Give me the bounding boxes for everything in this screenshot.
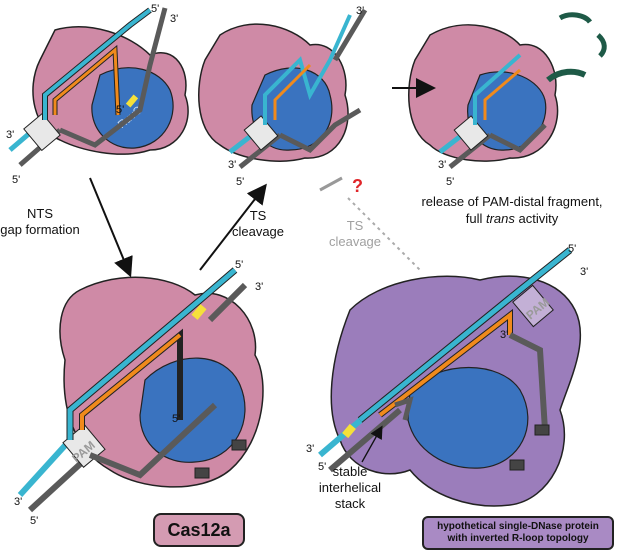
end-5-prime: 5' [12, 174, 20, 186]
cas12a-label-box: Cas12a [153, 513, 245, 547]
end-5-prime: 5' [172, 413, 180, 425]
hypothetical-protein-label-box: hypothetical single-DNase protein with i… [422, 516, 614, 550]
non-target-strand [488, 123, 547, 154]
release-label-2: full trans activity [466, 211, 559, 226]
end-3-prime: 3' [306, 443, 314, 455]
crrna [483, 68, 521, 120]
released-nucleotide [509, 459, 525, 471]
ts-cleavage-label-2: cleavage [232, 224, 284, 239]
cleavage-site [125, 94, 139, 108]
stable-stack-label-3: stack [335, 496, 366, 511]
end-3-prime: 3' [255, 281, 263, 293]
grey-fragment [319, 176, 343, 192]
end-3-prime: 3' [228, 159, 236, 171]
end-5-prime: 5' [318, 461, 326, 473]
released-nucleotide [194, 467, 210, 479]
panel-1-cas12a-bound: RuvC 3' 5' 5' 3' 5' [6, 3, 189, 186]
ruvc-domain [407, 366, 529, 469]
end-5-prime: 5' [236, 176, 244, 188]
cleavage-site [342, 423, 356, 439]
dna-duplex-left [8, 112, 62, 167]
released-nucleotide [231, 439, 247, 451]
ruvc-domain [91, 67, 174, 149]
end-3-prime: 3' [356, 5, 364, 17]
stable-stack-pointer [361, 425, 383, 463]
hypothetical-label-line-2: with inverted R-loop topology [447, 533, 589, 544]
non-target-strand [278, 107, 362, 154]
stable-stack-label-1: stable [333, 464, 368, 479]
nts-gap-label-1: NTS [27, 206, 53, 221]
panel-3-released: 3' 5' [408, 12, 607, 188]
target-strand [263, 14, 352, 125]
ruvc-domain [139, 357, 246, 463]
released-nucleotide [534, 424, 550, 436]
nts-gap-label-2: gap formation [0, 222, 80, 237]
released-fragment [546, 68, 587, 83]
end-3-prime: 3' [580, 266, 588, 278]
hypothetical-label-line-1: hypothetical single-DNase protein [437, 521, 599, 532]
end-3-prime: 3' [14, 496, 22, 508]
pam-box [23, 112, 61, 152]
non-target-strand [59, 7, 168, 148]
panel-5-hypothetical: PAM 5' 3' 3' 5' 3' stable interhelical s… [306, 243, 588, 511]
non-target-strand [88, 402, 218, 479]
hypothetical-path [347, 197, 421, 271]
arrow-ts-cleavage [199, 183, 267, 271]
released-fragment [558, 12, 593, 24]
arrow-nts-gap [89, 177, 133, 278]
pam-box [512, 284, 554, 328]
end-5-prime: 5' [446, 176, 454, 188]
end-3-prime: 3' [6, 129, 14, 141]
pam-box [453, 115, 489, 151]
release-label-1: release of PAM-distal fragment, [421, 194, 602, 209]
target-strand [473, 53, 522, 125]
end-3-prime: 3' [500, 329, 508, 341]
cleavage-site [191, 304, 207, 320]
end-5-prime: 5' [151, 3, 159, 15]
panel-2-ts-cleavage: 3' 5' 3' [198, 5, 368, 188]
non-target-strand [508, 332, 548, 431]
end-5-prime: 5' [235, 259, 243, 271]
end-3-prime: 3' [438, 159, 446, 171]
released-fragment [596, 33, 607, 58]
ts-cleavage-grey-label-2: cleavage [329, 234, 381, 249]
end-3-prime: 3' [170, 13, 178, 25]
end-5-prime: 5' [116, 104, 124, 116]
pam-box [243, 115, 279, 151]
end-5-prime: 5' [568, 243, 576, 255]
panel-4-nts-gap: PAM 3' 5' 5' 3' 5' [14, 259, 264, 527]
end-5-prime: 5' [30, 515, 38, 527]
question-mark: ? [352, 176, 363, 196]
ts-cleavage-label-1: TS [250, 208, 267, 223]
stable-stack-label-2: interhelical [319, 480, 381, 495]
crrna [273, 63, 312, 120]
ts-cleavage-grey-label-1: TS [347, 218, 364, 233]
